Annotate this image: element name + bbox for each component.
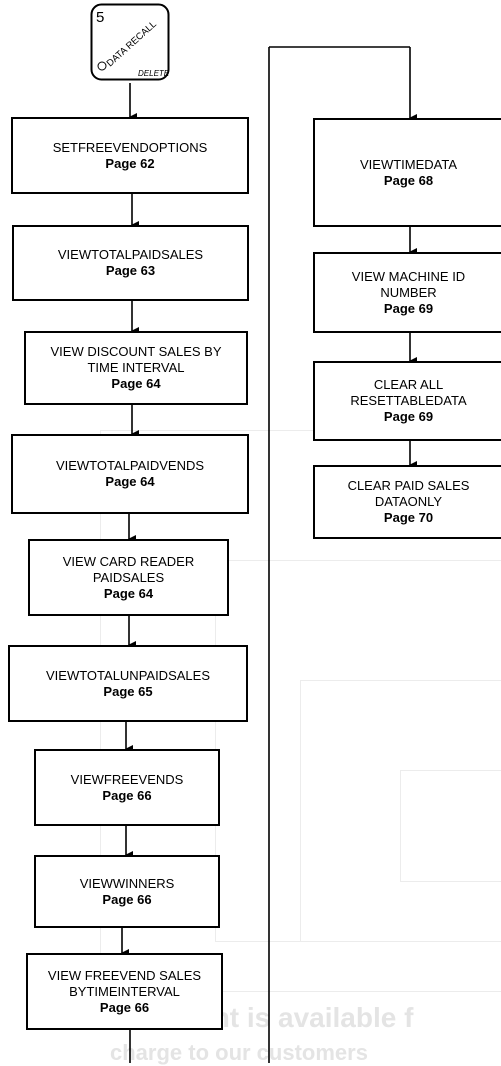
flow-box-page: Page 69	[383, 409, 434, 424]
flow-box-page: Page 68	[383, 172, 434, 188]
flow-box-title: CLEAR ALL	[373, 377, 444, 392]
key-indicator-icon	[97, 61, 107, 71]
flow-box-title: VIEW FREEVEND SALES	[47, 967, 202, 983]
flow-box-view-time-data: VIEWTIMEDATA Page 68	[313, 118, 501, 227]
flow-box-title: VIEWTOTALPAIDVENDS	[55, 458, 205, 473]
flow-box-page: Page 70	[383, 510, 434, 525]
flow-box-view-total-paid-vends: VIEWTOTALPAIDVENDS Page 64	[11, 434, 249, 514]
flow-box-title-line2: DATAONLY	[374, 494, 443, 509]
flow-box-page: Page 65	[103, 683, 153, 699]
flow-box-title-line2: BYTIMEINTERVAL	[69, 983, 180, 999]
flow-box-title: VIEWTIMEDATA	[359, 156, 458, 172]
watermark-text-line2: charge to our customers	[110, 1040, 368, 1065]
flow-box-view-free-vends: VIEWFREEVENDS Page 66	[34, 749, 220, 826]
flow-box-page: Page 69	[383, 300, 434, 316]
watermark-frame-small	[400, 770, 501, 882]
flow-box-title: VIEW CARD READER	[62, 553, 195, 569]
flow-box-view-machine-id-number: VIEW MACHINE ID NUMBER Page 69	[313, 252, 501, 333]
flow-box-clear-all-resettable-data: CLEAR ALL RESETTABLEDATA Page 69	[313, 361, 501, 441]
flow-box-title: VIEW DISCOUNT SALES BY	[50, 344, 222, 359]
flow-box-title: VIEWFREEVENDS	[70, 771, 184, 787]
flow-box-set-free-vend-options: SETFREEVENDOPTIONS Page 62	[11, 117, 249, 194]
flow-box-page: Page 64	[111, 376, 161, 391]
flow-box-view-winners: VIEWWINNERS Page 66	[34, 855, 220, 928]
flow-box-title: SETFREEVENDOPTIONS	[52, 139, 208, 155]
flow-box-page: Page 66	[102, 891, 152, 907]
flow-box-title-line2: PAIDSALES	[92, 569, 165, 585]
flow-box-title: CLEAR PAID SALES	[347, 478, 470, 493]
data-recall-key: 5 DATA RECALL DELETE	[90, 3, 170, 81]
flow-box-title: VIEW MACHINE ID	[351, 268, 466, 284]
watermark-frame-inner	[300, 680, 501, 942]
flow-box-page: Page 64	[103, 585, 154, 601]
flow-box-title-line2: NUMBER	[380, 284, 437, 300]
key-sublabel: DELETE	[138, 69, 170, 78]
flow-box-view-total-paid-sales: VIEWTOTALPAIDSALES Page 63	[12, 225, 249, 301]
flow-box-page: Page 66	[99, 999, 150, 1015]
flow-box-view-free-vend-sales-by-interval: VIEW FREEVEND SALES BYTIMEINTERVAL Page …	[26, 953, 223, 1030]
flow-box-page: Page 62	[105, 155, 155, 171]
flow-box-title: VIEWWINNERS	[79, 875, 175, 891]
flow-box-view-total-unpaid-sales: VIEWTOTALUNPAIDSALES Page 65	[8, 645, 248, 722]
flow-box-page: Page 63	[105, 263, 156, 278]
flow-box-title-line2: RESETTABLEDATA	[350, 393, 467, 408]
flow-box-title: VIEWTOTALUNPAIDSALES	[46, 667, 210, 683]
flow-box-view-discount-sales: VIEW DISCOUNT SALES BY TIME INTERVAL Pag…	[24, 331, 248, 405]
flow-box-page: Page 66	[102, 787, 152, 803]
key-number: 5	[96, 9, 104, 26]
flow-box-title: VIEWTOTALPAIDSALES	[57, 247, 204, 262]
flow-box-page: Page 64	[105, 474, 155, 489]
flow-box-view-card-reader-paid-sales: VIEW CARD READER PAIDSALES Page 64	[28, 539, 229, 616]
flow-box-clear-paid-sales-data-only: CLEAR PAID SALES DATAONLY Page 70	[313, 465, 501, 539]
flow-box-title-line2: TIME INTERVAL	[87, 360, 185, 375]
